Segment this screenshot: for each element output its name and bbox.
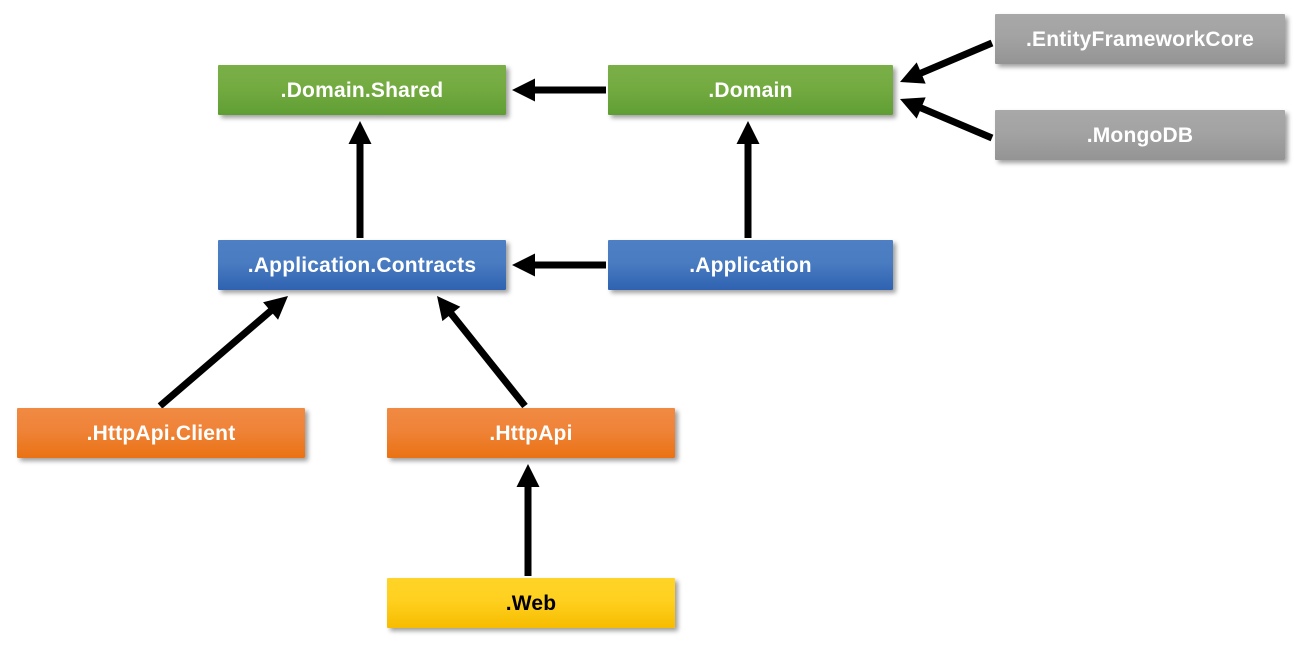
arrow-application-to-domain (736, 121, 760, 238)
node-application[interactable]: .Application (608, 240, 893, 290)
arrow-httpapi-client-to-application-contracts (157, 296, 288, 409)
node-label-application: .Application (689, 253, 812, 277)
arrow-web-to-httpapi (516, 464, 540, 576)
node-label-application-contracts: .Application.Contracts (247, 253, 477, 277)
arrow-application-to-application-contracts (512, 253, 606, 277)
arrow-httpapi-to-application-contracts (437, 296, 528, 409)
arrow-domain-to-domain-shared (512, 78, 606, 102)
node-label-web: .Web (505, 591, 557, 615)
arrow-mongodb-to-domain (900, 97, 994, 142)
node-httpapi[interactable]: .HttpApi (387, 408, 675, 458)
node-domain-shared[interactable]: .Domain.Shared (218, 65, 506, 115)
arrow-entity-framework-core-to-domain (900, 39, 994, 84)
node-httpapi-client[interactable]: .HttpApi.Client (17, 408, 305, 458)
node-label-httpapi-client: .HttpApi.Client (86, 421, 236, 445)
node-mongodb[interactable]: .MongoDB (995, 110, 1285, 160)
node-domain[interactable]: .Domain (608, 65, 893, 115)
node-label-domain: .Domain (708, 78, 793, 102)
arrow-application-contracts-to-domain-shared (348, 121, 372, 238)
node-label-entity-framework-core: .EntityFrameworkCore (1025, 27, 1255, 51)
node-entity-framework-core[interactable]: .EntityFrameworkCore (995, 14, 1285, 64)
node-label-domain-shared: .Domain.Shared (280, 78, 444, 102)
node-label-mongodb: .MongoDB (1086, 123, 1194, 147)
node-application-contracts[interactable]: .Application.Contracts (218, 240, 506, 290)
node-web[interactable]: .Web (387, 578, 675, 628)
node-label-httpapi: .HttpApi (489, 421, 573, 445)
